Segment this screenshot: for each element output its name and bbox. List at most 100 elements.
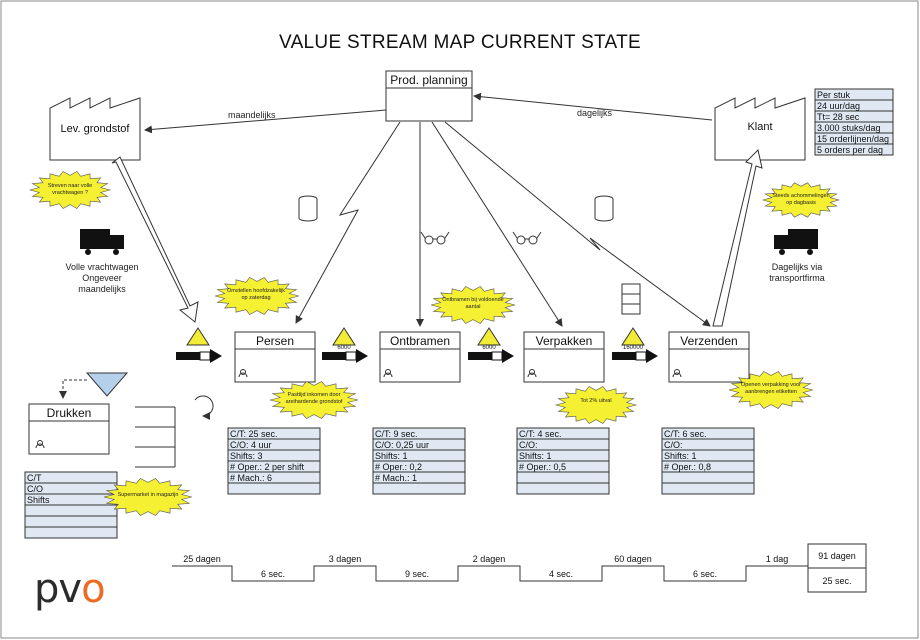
timeline-cycle-label: 6 sec. bbox=[692, 569, 717, 579]
customer-info-cell: 24 uur/dag bbox=[817, 101, 861, 111]
timeline-wait-label: 60 dagen bbox=[614, 554, 652, 564]
process-name-drukken: Drukken bbox=[46, 406, 92, 420]
prod-planning-label: Prod. planning bbox=[390, 73, 468, 87]
stacked-boxes-icon bbox=[621, 283, 641, 315]
process-box-drukken bbox=[28, 403, 110, 455]
customer-info-cell: 3.000 stuks/dag bbox=[817, 123, 881, 133]
supplier-frequency-label: maandelijks bbox=[228, 110, 276, 120]
kaizen-burst-text: Omstellen hoofdzakelijk op zaterdag bbox=[226, 288, 286, 301]
glasses-icon bbox=[420, 231, 450, 245]
kaizen-burst-icon bbox=[554, 386, 638, 424]
process-data-cell: C/O bbox=[27, 484, 44, 494]
process-box-verpakken bbox=[523, 331, 605, 383]
customer-info-cell: 5 orders per dag bbox=[817, 145, 884, 155]
timeline-total-sec: 25 sec. bbox=[822, 576, 852, 586]
process-data-cell: C/O: 0,25 uur bbox=[375, 440, 430, 450]
truck-icon-customer bbox=[774, 229, 818, 255]
inventory-count: 6000 bbox=[337, 345, 351, 351]
customer-info-cell: 15 orderlijnen/dag bbox=[817, 134, 890, 144]
kaizen-burst-icon bbox=[269, 381, 359, 419]
customer-info-cell: Per stuk bbox=[817, 90, 851, 100]
timeline-ladder bbox=[172, 543, 867, 593]
kaizen-burst-text: Streven naar volle vrachtwagen ? bbox=[47, 183, 93, 196]
supplier-factory-icon bbox=[49, 97, 141, 161]
process-data-cell: # Mach.: 1 bbox=[375, 473, 418, 483]
pvo-logo: pvo bbox=[34, 566, 106, 612]
process-data-cell: # Oper.: 0,2 bbox=[375, 462, 423, 472]
process-name-verpakken: Verpakken bbox=[535, 334, 593, 348]
timeline-cycle-label: 6 sec. bbox=[260, 569, 285, 579]
shipment-arrow-out bbox=[712, 149, 763, 327]
process-data-cell: C/T bbox=[27, 473, 42, 483]
process-box-ontbramen bbox=[379, 331, 461, 383]
process-data-cell: Shifts bbox=[27, 495, 50, 505]
withdrawal-loop-icon bbox=[194, 395, 214, 420]
kaizen-burst-icon bbox=[761, 182, 841, 218]
process-data-cell: Shifts: 1 bbox=[375, 451, 408, 461]
glasses-icon bbox=[512, 231, 542, 245]
process-data-cell: C/O: bbox=[519, 440, 538, 450]
process-data-cell: C/T: 4 sec. bbox=[519, 429, 562, 439]
operator-icon bbox=[35, 369, 682, 449]
kaizen-burst-icon bbox=[728, 371, 814, 409]
process-data-cell: C/O: 4 uur bbox=[230, 440, 272, 450]
timeline-wait-label: 25 dagen bbox=[183, 554, 221, 564]
truck-icon-supplier bbox=[80, 229, 124, 255]
process-data-cell: # Mach.: 6 bbox=[230, 473, 273, 483]
customer-frequency-label: dagelijks bbox=[577, 108, 613, 118]
supermarket-shelf-icon bbox=[135, 406, 176, 468]
supplier-name: Lev. grondstof bbox=[60, 123, 130, 135]
timeline-cycle-label: 4 sec. bbox=[548, 569, 573, 579]
customer-info-cell: Tt= 28 sec bbox=[817, 112, 860, 122]
timeline-wait-label: 3 dagen bbox=[328, 554, 362, 564]
database-icon bbox=[594, 195, 614, 222]
process-name-verzenden: Verzenden bbox=[680, 334, 738, 348]
kaizen-burst-text: Ontbramen bij voldoende aantal bbox=[442, 297, 504, 310]
process-box-verzenden bbox=[668, 331, 750, 383]
inventory-triangle-icon bbox=[186, 327, 645, 346]
customer-name: Klant bbox=[747, 121, 773, 133]
process-data-cell: # Oper.: 2 per shift bbox=[230, 462, 305, 472]
process-data-cell: C/T: 9 sec. bbox=[375, 429, 418, 439]
timeline-wait-label: 2 dagen bbox=[472, 554, 506, 564]
process-data-cell: # Oper.: 0,8 bbox=[664, 462, 712, 472]
prod-planning-box bbox=[385, 70, 473, 122]
customer-factory-icon bbox=[714, 97, 806, 161]
supplier-transport-text: Volle vrachtwagen Ongeveer maandelijks bbox=[65, 262, 139, 294]
push-arrow-icon bbox=[176, 349, 222, 363]
process-data-cell: Shifts: 1 bbox=[664, 451, 697, 461]
database-icon bbox=[298, 195, 318, 222]
kaizen-burst-icon bbox=[430, 286, 516, 324]
kaizen-burst-icon bbox=[214, 277, 300, 315]
process-box-persen bbox=[234, 331, 316, 383]
push-arrow-icon bbox=[322, 349, 368, 363]
process-data-cell: C/O: bbox=[664, 440, 683, 450]
page-title: VALUE STREAM MAP CURRENT STATE bbox=[279, 32, 641, 53]
kaizen-burst-text: Tot 2% uitval bbox=[580, 398, 612, 404]
kaizen-burst-icon bbox=[28, 171, 112, 209]
inventory-count: 6000 bbox=[482, 345, 496, 351]
process-data-cell: # Oper.: 0,5 bbox=[519, 462, 567, 472]
customer-transport-text: Dagelijks via transportfirma bbox=[769, 262, 825, 283]
kaizen-burst-text: Pasttijd inkomen door areihardende grond… bbox=[285, 392, 343, 405]
process-data-cell: C/T: 6 sec. bbox=[664, 429, 707, 439]
kaizen-burst-text: Openen verpakking voor aanbrengen etiket… bbox=[741, 382, 801, 395]
supermarket-triangle-icon bbox=[85, 372, 129, 397]
timeline-cycle-label: 9 sec. bbox=[404, 569, 429, 579]
process-name-ontbramen: Ontbramen bbox=[389, 334, 451, 348]
kaizen-burst-text: Steeds achommelingen op dagbasis bbox=[772, 193, 830, 206]
kaizen-burst-icon bbox=[103, 478, 193, 516]
shipment-arrow-in bbox=[111, 156, 199, 323]
process-data-cell: Shifts: 3 bbox=[230, 451, 263, 461]
timeline-wait-label: 1 dag bbox=[765, 554, 789, 564]
process-data-cell: C/T: 25 sec. bbox=[230, 429, 278, 439]
kaizen-burst-text: Supermarket in magazijn bbox=[117, 492, 179, 498]
push-arrow-icon bbox=[612, 349, 658, 363]
inventory-count: 160000 bbox=[622, 345, 644, 351]
push-arrow-icon bbox=[468, 349, 514, 363]
process-data-cell: Shifts: 1 bbox=[519, 451, 552, 461]
process-name-persen: Persen bbox=[255, 334, 295, 348]
timeline-total-days: 91 dagen bbox=[818, 551, 856, 561]
